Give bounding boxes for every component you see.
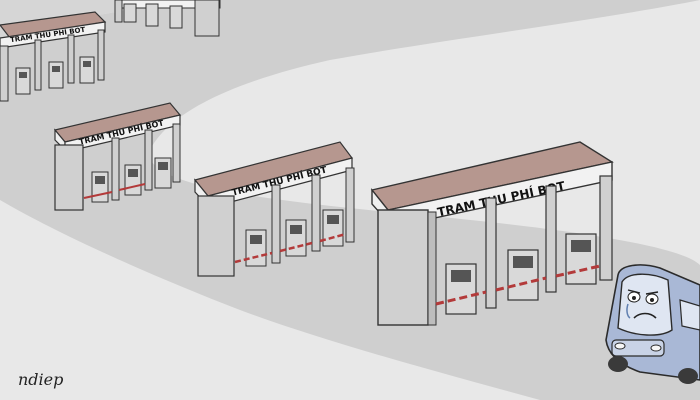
toll-station-mid-left: TRAM THU PHÍ BOT — [53, 102, 182, 211]
bus-windshield — [617, 273, 673, 336]
crying-bus — [605, 264, 700, 384]
barrier-gate — [435, 290, 487, 306]
artist-signature: ndiep — [18, 370, 63, 389]
road-far-edge — [0, 0, 200, 40]
barrier-gate — [495, 276, 547, 292]
tear-drop — [626, 303, 631, 319]
sad-mouth — [633, 312, 657, 319]
toll-station-far: TRAM THU PHÍ BOT — [0, 11, 107, 102]
toll-station-top-partial — [114, 0, 221, 37]
toll-station-mid: TRAM THU PHÍ BOT — [193, 141, 355, 277]
toll-station-near: TRAM THU PHÍ BOT — [370, 141, 614, 326]
barrier-gate — [555, 264, 601, 278]
